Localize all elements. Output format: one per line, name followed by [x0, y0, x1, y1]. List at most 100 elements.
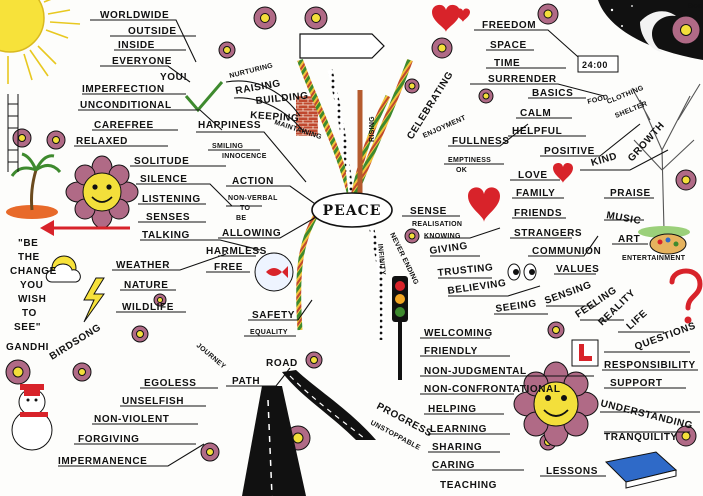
label-support: SUPPORT — [610, 378, 663, 389]
label-non-judgmental: NON-JUDGMENTAL — [424, 366, 527, 377]
label-non-verbal: NON-VERBAL — [228, 195, 278, 202]
label-space: SPACE — [490, 40, 527, 51]
label-freedom: FREEDOM — [482, 20, 536, 31]
label-be: BE — [236, 215, 246, 222]
label-sense: SENSE — [410, 206, 447, 217]
snowman-icon — [11, 384, 53, 451]
label-senses: SENSES — [146, 212, 190, 223]
sun-icon — [0, 0, 81, 84]
label-seeing: SEEING — [495, 298, 538, 315]
label-quote-2: THE — [18, 252, 40, 263]
label-helping: HELPING — [428, 404, 477, 415]
label-rising: RISING — [369, 116, 376, 142]
flower-icon — [5, 3, 701, 462]
label-knowing: KNOWING — [424, 233, 461, 240]
label-ok: OK — [456, 167, 467, 174]
label-to: TO — [240, 205, 250, 212]
label-family: FAMILY — [516, 188, 555, 199]
label-carefree: CAREFREE — [94, 120, 154, 131]
label-helpful: HELPFUL — [512, 126, 562, 137]
label-praise: PRAISE — [610, 188, 651, 199]
lightning-icon — [83, 277, 105, 323]
label-food: FOOD — [587, 94, 609, 106]
night-sky — [598, 0, 703, 60]
label-free: FREE — [214, 262, 243, 273]
label-equality: EQUALITY — [250, 329, 288, 336]
label-quote-7: SEE" — [14, 322, 41, 333]
label-quote-1: "BE — [18, 238, 38, 249]
label-welcoming: WELCOMING — [424, 328, 493, 339]
label-responsibility: RESPONSIBILITY — [604, 360, 696, 371]
label-forgiving: FORGIVING — [78, 434, 140, 445]
label-fullness: FULLNESS — [452, 136, 510, 147]
label-non-confrontational: NON-CONFRONTATIONAL — [424, 384, 561, 395]
label-unconditional: UNCONDITIONAL — [80, 100, 172, 111]
label-teaching: TEACHING — [440, 480, 497, 491]
corner-text: Boo — [688, 3, 703, 10]
label-sharing: SHARING — [432, 442, 482, 453]
label-friendly: FRIENDLY — [424, 346, 478, 357]
label-unselfish: UNSELFISH — [122, 396, 184, 407]
label-infinity: INFINITY — [376, 243, 386, 275]
label-progress: PROGRESS — [375, 401, 434, 440]
label-outside: OUTSIDE — [128, 26, 177, 37]
tick-icon — [184, 81, 224, 113]
book-icon — [604, 451, 678, 489]
label-life: LIFE — [625, 308, 650, 332]
label-talking: TALKING — [142, 230, 190, 241]
label-smiling: SMILING — [212, 143, 244, 150]
label-strangers: STRANGERS — [514, 228, 582, 239]
label-growth: GROWTH — [626, 120, 667, 164]
label-art: ART — [618, 234, 640, 245]
label-listening: LISTENING — [142, 194, 201, 205]
cloud-icon — [45, 255, 81, 283]
label-love: LOVE — [518, 170, 548, 181]
label-friends: FRIENDS — [514, 208, 562, 219]
label-everyone: EVERYONE — [112, 56, 172, 67]
label-path: PATH — [232, 376, 260, 387]
label-tranquility: TRANQUILITY — [604, 432, 678, 443]
label-quote-6: TO — [22, 308, 37, 319]
label-quote-4: YOU — [20, 280, 43, 291]
label-road: ROAD — [266, 358, 298, 369]
label-giving: GIVING — [429, 241, 469, 257]
fishbowl-icon — [254, 252, 294, 292]
label-silence: SILENCE — [140, 174, 188, 185]
label-impermanence: IMPERMANENCE — [58, 456, 147, 467]
label-egoless: EGOLESS — [144, 378, 197, 389]
label-harmless: HARMLESS — [206, 246, 267, 257]
label-allowing: ALLOWING — [222, 228, 281, 239]
eyes-icon — [507, 263, 537, 281]
smiley-flower-icon — [65, 155, 139, 229]
label-solitude: SOLITUDE — [134, 156, 189, 167]
moon-icon — [640, 11, 676, 52]
clock-display: 24:00 — [577, 55, 619, 73]
label-emptiness: EMPTINESS — [448, 157, 491, 164]
label-understanding: UNDERSTANDING — [599, 398, 694, 432]
label-learning: LEARNING — [430, 424, 487, 435]
label-surrender: SURRENDER — [488, 74, 557, 85]
question-mark-icon — [669, 268, 703, 311]
label-positive: POSITIVE — [544, 146, 595, 157]
label-imperfection: IMPERFECTION — [82, 84, 165, 95]
label-safety: SAFETY — [252, 310, 295, 321]
l-plate-icon — [571, 339, 599, 367]
label-realisation: REALISATION — [412, 221, 462, 228]
label-non-violent: NON-VIOLENT — [94, 414, 170, 425]
label-caring: CARING — [432, 460, 475, 471]
label-innocence: INNOCENCE — [222, 153, 267, 160]
central-label: PEACE — [323, 203, 382, 219]
label-questions: QUESTIONS — [633, 320, 697, 352]
label-wildlife: WILDLIFE — [122, 302, 174, 313]
label-quote-5: WISH — [18, 294, 47, 305]
clock-text: 24:00 — [582, 60, 608, 70]
label-basics: BASICS — [532, 88, 573, 99]
traffic-light-icon — [392, 276, 408, 380]
label-weather: WEATHER — [116, 260, 170, 271]
label-inside: INSIDE — [118, 40, 155, 51]
label-shelter: SHELTER — [614, 101, 648, 120]
road — [242, 370, 376, 496]
label-values: VALUES — [556, 264, 599, 275]
label-action: ACTION — [232, 176, 274, 187]
